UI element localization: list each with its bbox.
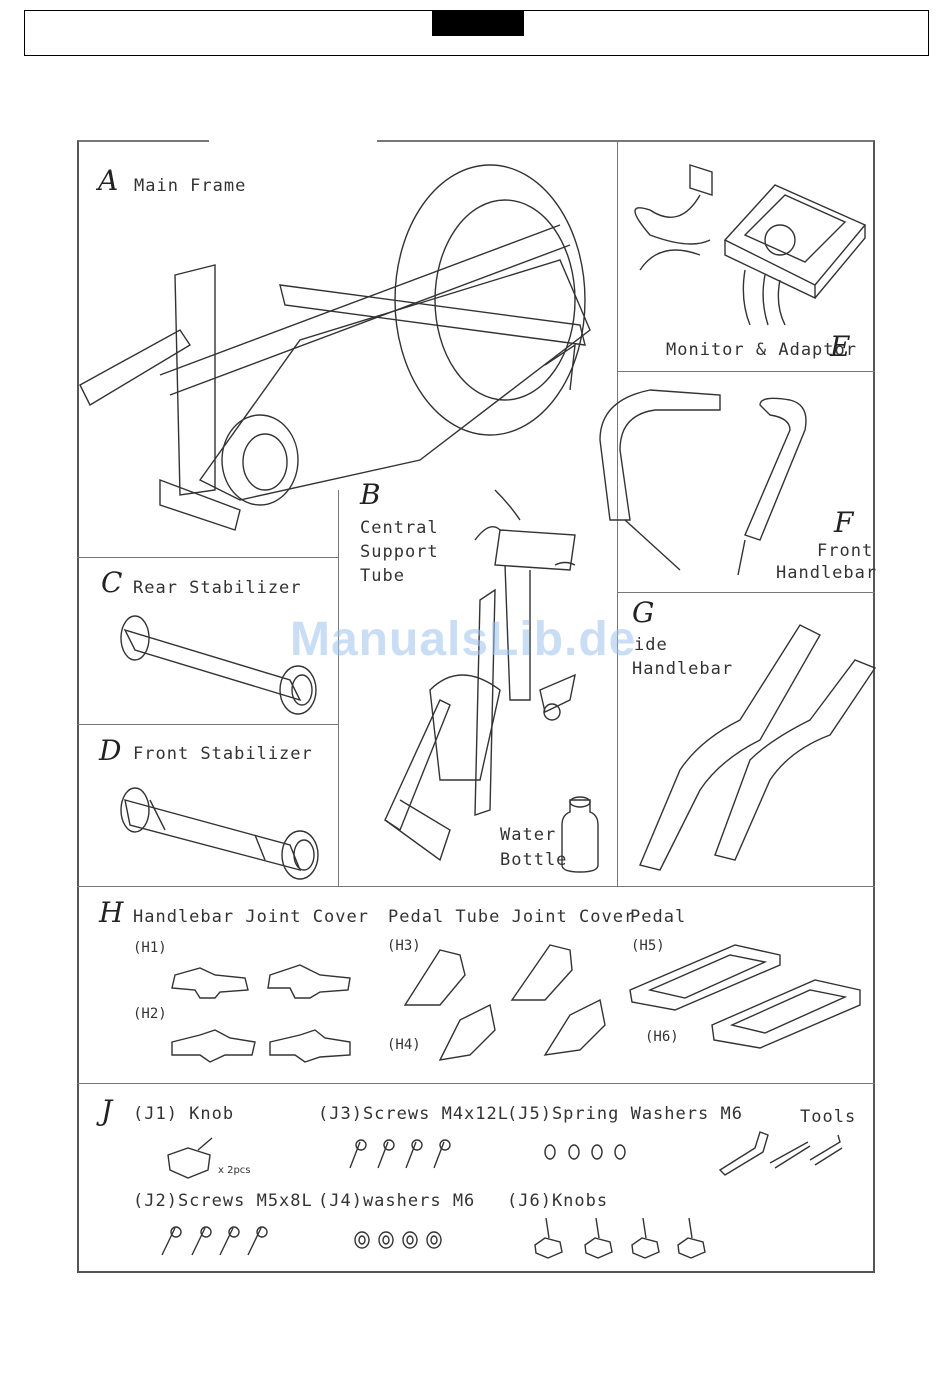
part-j-letter: J: [101, 1094, 113, 1127]
divider: [617, 592, 875, 593]
side-handlebar-drawing: [639, 624, 877, 871]
part-b-label-line2: Support: [360, 542, 439, 562]
central-support-tube-drawing: [384, 489, 576, 862]
part-c-label: Rear Stabilizer: [133, 578, 302, 598]
screws-m5-drawing: [161, 1226, 268, 1256]
pedal-drawing: [629, 944, 861, 1049]
water-bottle-label-line1: Water: [500, 825, 557, 845]
screws-m4-drawing: [349, 1139, 451, 1169]
part-f-label-line1: Front: [817, 541, 874, 561]
divider: [617, 140, 618, 372]
j1-label: (J1) Knob: [133, 1104, 235, 1124]
divider: [77, 724, 338, 725]
tools-label: Tools: [800, 1107, 857, 1127]
handlebar-joint-cover-label: Handlebar Joint Cover: [133, 907, 369, 927]
front-handlebar-drawing: [599, 389, 807, 576]
part-e-letter: E: [830, 330, 851, 363]
header-tab: [432, 11, 524, 36]
page-header-box: [24, 10, 929, 56]
tools-drawing: [718, 1131, 843, 1176]
part-d-label: Front Stabilizer: [133, 744, 313, 764]
part-f-label-line2: Handlebar: [776, 563, 878, 583]
knob-drawing: [167, 1137, 213, 1179]
j2-label: (J2)Screws M5x8L: [133, 1191, 313, 1211]
divider: [617, 371, 618, 887]
divider: [77, 557, 338, 558]
spring-washers-drawing: [544, 1144, 626, 1160]
part-c-letter: C: [101, 566, 123, 599]
parts-sheet: [77, 139, 875, 1273]
washers-m6-drawing: [354, 1231, 442, 1249]
water-bottle-drawing: [561, 796, 599, 873]
h3-label: (H3): [387, 938, 421, 954]
pedal-tube-joint-cover-label: Pedal Tube Joint Cover: [388, 907, 636, 927]
divider: [77, 1083, 875, 1084]
j4-label: (J4)washers M6: [318, 1191, 476, 1211]
part-h-letter: H: [99, 896, 124, 929]
main-frame-drawing: [79, 164, 591, 531]
h4-label: (H4): [387, 1037, 421, 1053]
pedal-tube-joint-cover-drawing: [403, 944, 606, 1061]
part-g-letter: G: [632, 596, 655, 629]
water-bottle-label-line2: Bottle: [500, 850, 568, 870]
h2-label: (H2): [133, 1006, 167, 1022]
divider: [617, 371, 875, 372]
part-a-letter: A: [98, 164, 119, 197]
knobs-drawing: [534, 1217, 706, 1259]
part-d-letter: D: [99, 734, 122, 767]
part-b-label-line3: Tube: [360, 566, 405, 586]
part-g-label-line1: ide: [634, 635, 668, 655]
part-g-label-line2: Handlebar: [632, 659, 734, 679]
h6-label: (H6): [645, 1029, 679, 1045]
j6-label: (J6)Knobs: [507, 1191, 609, 1211]
divider: [338, 490, 339, 887]
pedal-label: Pedal: [630, 907, 687, 927]
part-e-label: Monitor & Adaptor: [666, 340, 857, 360]
monitor-drawing: [634, 164, 867, 326]
h1-label: (H1): [133, 940, 167, 956]
part-b-label-line1: Central: [360, 518, 439, 538]
j1-quantity: x 2pcs: [218, 1165, 251, 1176]
part-f-letter: F: [834, 506, 854, 539]
part-b-letter: B: [360, 478, 381, 511]
j3-label: (J3)Screws M4x12L: [318, 1104, 509, 1124]
j5-label: (J5)Spring Washers M6: [507, 1104, 743, 1124]
handlebar-joint-cover-drawing: [171, 964, 351, 1063]
watermark: ManualsLib.de: [290, 613, 637, 666]
part-a-label: Main Frame: [134, 176, 247, 196]
h5-label: (H5): [631, 938, 665, 954]
front-stabilizer-drawing: [120, 787, 319, 880]
rear-stabilizer-drawing: [120, 615, 317, 715]
divider: [77, 886, 875, 887]
